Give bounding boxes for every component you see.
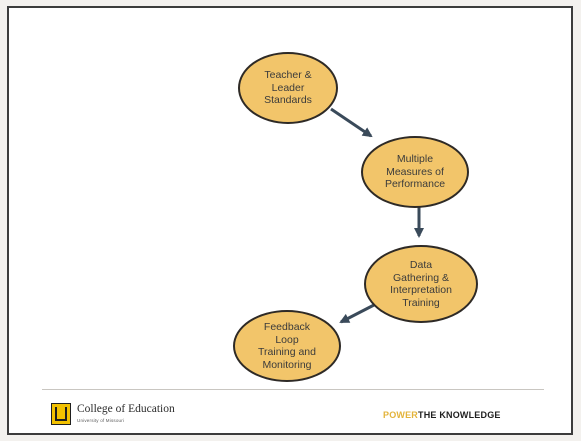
node-feedback-loop: Feedback Loop Training and Monitoring — [233, 310, 341, 382]
logo-mark-icon — [55, 407, 67, 421]
college-name: College of Education — [77, 403, 175, 415]
node-teacher-leader-standards: Teacher & Leader Standards — [238, 52, 338, 124]
slide: Teacher & Leader Standards Multiple Meas… — [7, 6, 573, 435]
node-label: Feedback Loop Training and Monitoring — [258, 321, 316, 371]
node-label: Teacher & Leader Standards — [264, 69, 312, 107]
arrow-data-to-feedback — [339, 303, 375, 324]
tagline-power: POWER — [383, 410, 419, 420]
node-label: Multiple Measures of Performance — [384, 153, 446, 191]
arrow-standards-to-measures — [330, 107, 373, 138]
footer-divider — [42, 389, 544, 390]
node-label: Data Gathering & Interpretation Training — [390, 259, 452, 309]
node-data-gathering: Data Gathering & Interpretation Training — [364, 245, 478, 323]
node-multiple-measures: Multiple Measures of Performance — [361, 136, 469, 208]
university-name: University of Missouri — [77, 418, 125, 423]
university-logo — [51, 403, 71, 425]
tagline-knowledge: THE KNOWLEDGE — [418, 410, 501, 420]
tagline: POWERTHE KNOWLEDGE — [383, 410, 501, 420]
